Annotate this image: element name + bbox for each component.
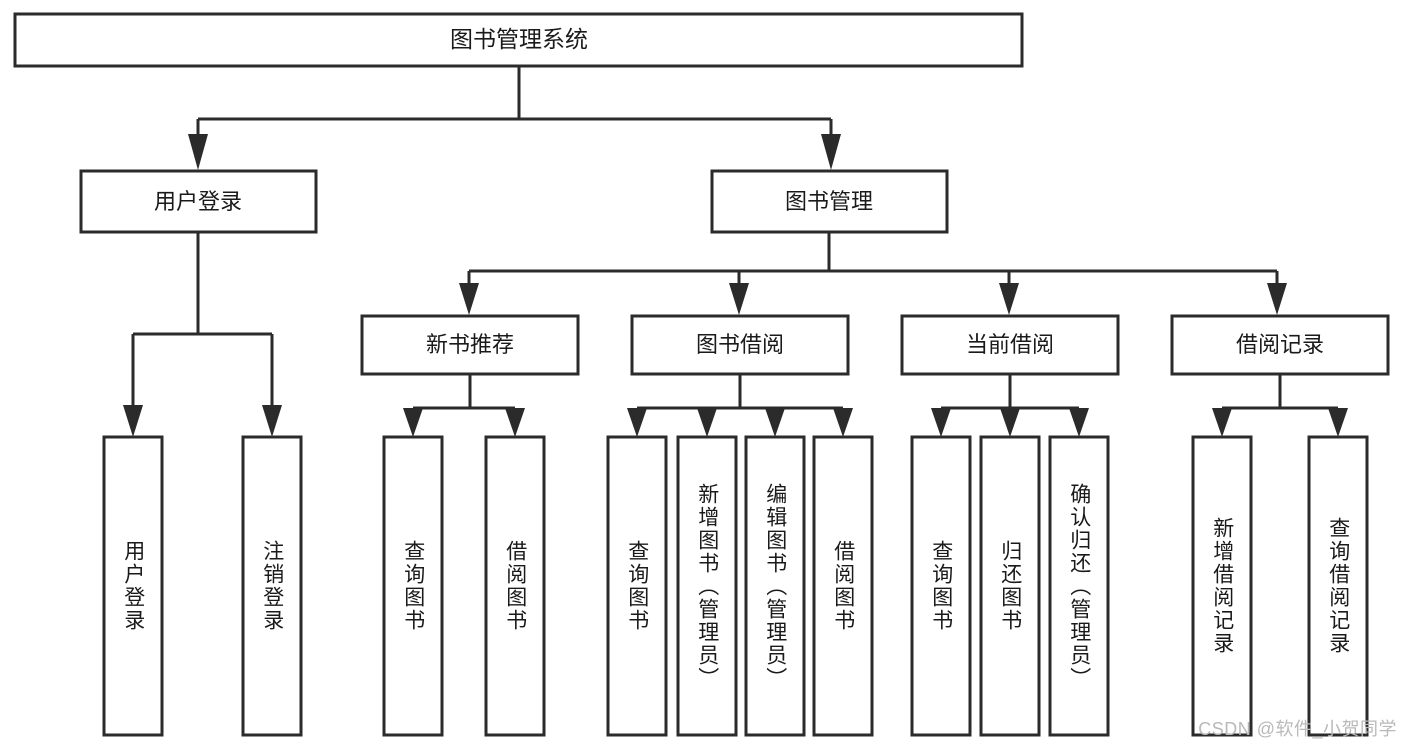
node-book-borrow[interactable]: 图书借阅 xyxy=(630,314,850,376)
arrow-head-icon-l3-1 xyxy=(459,283,479,315)
node-user-login-label: 用户登录 xyxy=(154,189,242,214)
node-book-borrow-box[interactable] xyxy=(630,314,850,376)
node-root-label: 图书管理系统 xyxy=(450,26,588,52)
leaf-box-book-borrow-2[interactable] xyxy=(676,435,738,737)
leaf-box-user-login-2[interactable] xyxy=(241,435,303,737)
node-new-book-recommend[interactable]: 新书推荐 xyxy=(360,314,580,376)
arrow-head-icon-l3-2 xyxy=(729,283,749,315)
leaf-box-book-borrow-3[interactable] xyxy=(744,435,806,737)
node-new-book-recommend-box[interactable] xyxy=(360,314,580,376)
arrow-head-icon-cb-1 xyxy=(931,408,951,437)
arrow-head-icon-bb-3 xyxy=(765,408,785,437)
node-book-management[interactable]: 图书管理 xyxy=(710,169,949,234)
node-borrow-record-box[interactable] xyxy=(1170,314,1390,376)
node-book-management-label: 图书管理 xyxy=(785,189,873,214)
node-root[interactable]: 图书管理系统 xyxy=(13,12,1024,68)
leaf-box-book-borrow-4[interactable] xyxy=(812,435,874,737)
node-borrow-record[interactable]: 借阅记录 xyxy=(1170,314,1390,376)
leaf-box-current-borrow-3[interactable] xyxy=(1048,435,1110,737)
arrow-head-icon-ul-2 xyxy=(262,405,282,437)
leaf-box-borrow-record-2[interactable] xyxy=(1307,435,1369,737)
node-root-box[interactable] xyxy=(13,12,1024,68)
node-book-management-box[interactable] xyxy=(710,169,949,234)
node-book-borrow-label: 图书借阅 xyxy=(696,332,784,357)
leaf-box-current-borrow-1[interactable] xyxy=(910,435,972,737)
arrow-head-icon-bb-2 xyxy=(697,408,717,437)
node-current-borrow-label: 当前借阅 xyxy=(966,332,1054,357)
leaf-box-new-book-1[interactable] xyxy=(382,435,444,737)
arrow-head-icon-bb-1 xyxy=(627,408,647,437)
arrow-head-icon-l3-4 xyxy=(1267,283,1287,315)
arrow-head-icon-ul-1 xyxy=(123,405,143,437)
arrow-head-icon-br-1 xyxy=(1212,408,1232,437)
arrow-head-icon-bb-4 xyxy=(833,408,853,437)
node-new-book-recommend-label: 新书推荐 xyxy=(426,332,514,357)
node-user-login[interactable]: 用户登录 xyxy=(79,169,318,234)
leaf-box-new-book-2[interactable] xyxy=(484,435,546,737)
node-borrow-record-label: 借阅记录 xyxy=(1236,332,1324,357)
leaf-box-book-borrow-1[interactable] xyxy=(606,435,668,737)
arrow-head-icon-nb-1 xyxy=(403,408,423,437)
leaf-box-current-borrow-2[interactable] xyxy=(979,435,1041,737)
arrow-head-icon-l2-1 xyxy=(188,134,208,170)
arrow-head-icon-nb-2 xyxy=(505,408,525,437)
node-current-borrow[interactable]: 当前借阅 xyxy=(900,314,1120,376)
arrow-head-icon-cb-2 xyxy=(1000,408,1020,437)
arrow-head-icon-cb-3 xyxy=(1069,408,1089,437)
leaf-box-user-login-1[interactable] xyxy=(102,435,164,737)
node-current-borrow-box[interactable] xyxy=(900,314,1120,376)
arrow-head-icon-br-2 xyxy=(1328,408,1348,437)
leaf-box-borrow-record-1[interactable] xyxy=(1191,435,1253,737)
arrow-head-icon-l3-3 xyxy=(999,283,1019,315)
watermark-label: CSDN @软件_小贺同学 xyxy=(1198,719,1397,739)
arrow-head-icon-l2-2 xyxy=(821,134,841,170)
